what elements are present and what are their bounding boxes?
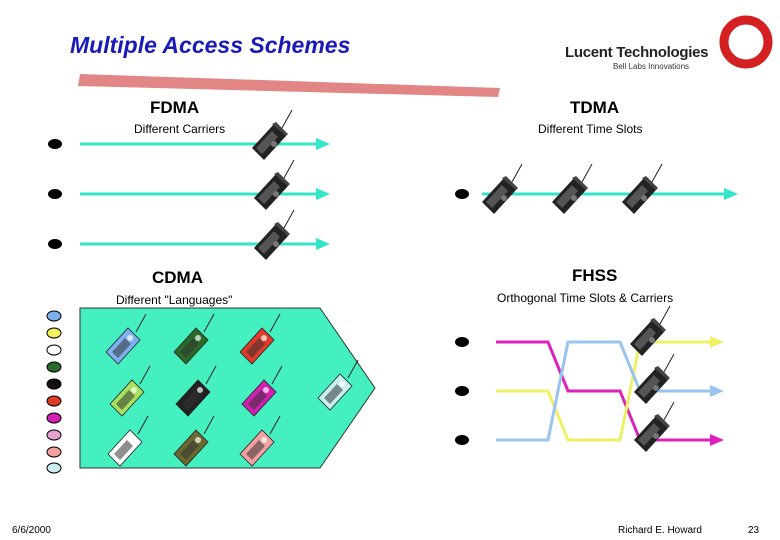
- fdma-title: FDMA: [150, 98, 200, 117]
- tdma-slot-arrow: [482, 188, 738, 200]
- fdma-source-dots: [48, 139, 62, 249]
- fdma-phones: [251, 109, 295, 261]
- footer-author: Richard E. Howard: [618, 525, 702, 536]
- fhss-title: FHSS: [572, 266, 618, 285]
- cdma-subtitle: Different "Languages": [116, 293, 233, 307]
- fhss-hopping-lines: [496, 340, 710, 442]
- tdma-title: TDMA: [570, 98, 620, 117]
- footer-date: 6/6/2000: [12, 525, 51, 536]
- lucent-logo-tagline: Bell Labs Innovations: [613, 62, 690, 71]
- footer-page-number: 23: [748, 525, 760, 536]
- tdma-phones: [481, 163, 663, 215]
- cdma-code-dots: [46, 310, 62, 474]
- lucent-logo-ring: [719, 15, 773, 69]
- fdma-subtitle: Different Carriers: [134, 122, 226, 136]
- tdma-source-dot: [455, 189, 469, 199]
- fdma-carrier-arrows: [80, 138, 330, 250]
- fhss-subtitle: Orthogonal Time Slots & Carriers: [497, 291, 674, 305]
- brush-stroke-divider: [78, 74, 500, 97]
- slide-title: Multiple Access Schemes: [70, 32, 351, 58]
- cdma-title: CDMA: [152, 268, 203, 287]
- lucent-logo-text: Lucent Technologies: [565, 44, 709, 61]
- fhss-arrowheads: [710, 336, 724, 446]
- fhss-source-dots: [455, 337, 469, 445]
- cdma-shared-band-arrow: [79, 307, 376, 469]
- tdma-subtitle: Different Time Slots: [538, 122, 643, 136]
